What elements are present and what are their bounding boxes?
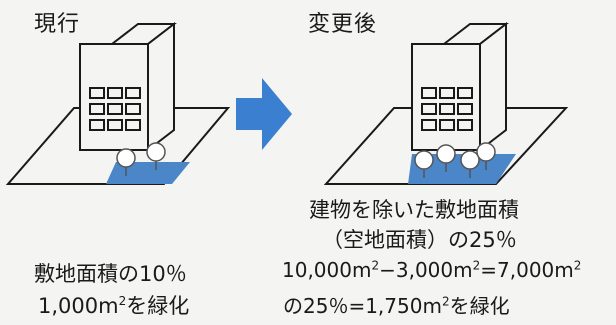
superscript-2: 2: [441, 294, 450, 309]
superscript-2: 2: [371, 258, 380, 273]
caption-current-line2: 1,000m2を緑化: [38, 290, 189, 320]
area-building: −3,000m: [379, 258, 473, 282]
arrow-icon: [236, 78, 292, 150]
caption-current-line2-pre: 1,000m: [38, 294, 119, 318]
green-area-after: [408, 154, 516, 184]
area-green: の25％=1,750m: [283, 294, 442, 318]
superscript-2: 2: [118, 294, 127, 308]
caption-after-line4: の25％=1,750m2を緑化: [283, 290, 510, 319]
title-current: 現行: [34, 12, 81, 37]
scene-current: [5, 21, 231, 185]
windows-current: [89, 87, 141, 131]
caption-current-line2-post: を緑化: [126, 294, 190, 318]
superscript-2: 2: [573, 258, 582, 273]
caption-after-line2: （空地面積）の25％: [322, 228, 517, 252]
caption-after-line3: 10,000m2−3,000m2=7,000m2: [282, 258, 581, 282]
scene-after: [323, 21, 569, 185]
area-open: =7,000m: [480, 258, 574, 282]
windows-after: [421, 87, 473, 131]
caption-after-line1: 建物を除いた敷地面積: [309, 198, 519, 222]
area-total: 10,000m: [282, 258, 372, 282]
green-label: を緑化: [449, 294, 510, 318]
trees-current: [116, 142, 166, 176]
green-area-current: [106, 162, 190, 184]
title-after: 変更後: [308, 12, 378, 37]
superscript-2: 2: [472, 258, 481, 273]
trees-after: [414, 142, 496, 178]
caption-current-line1: 敷地面積の10％: [34, 262, 187, 286]
